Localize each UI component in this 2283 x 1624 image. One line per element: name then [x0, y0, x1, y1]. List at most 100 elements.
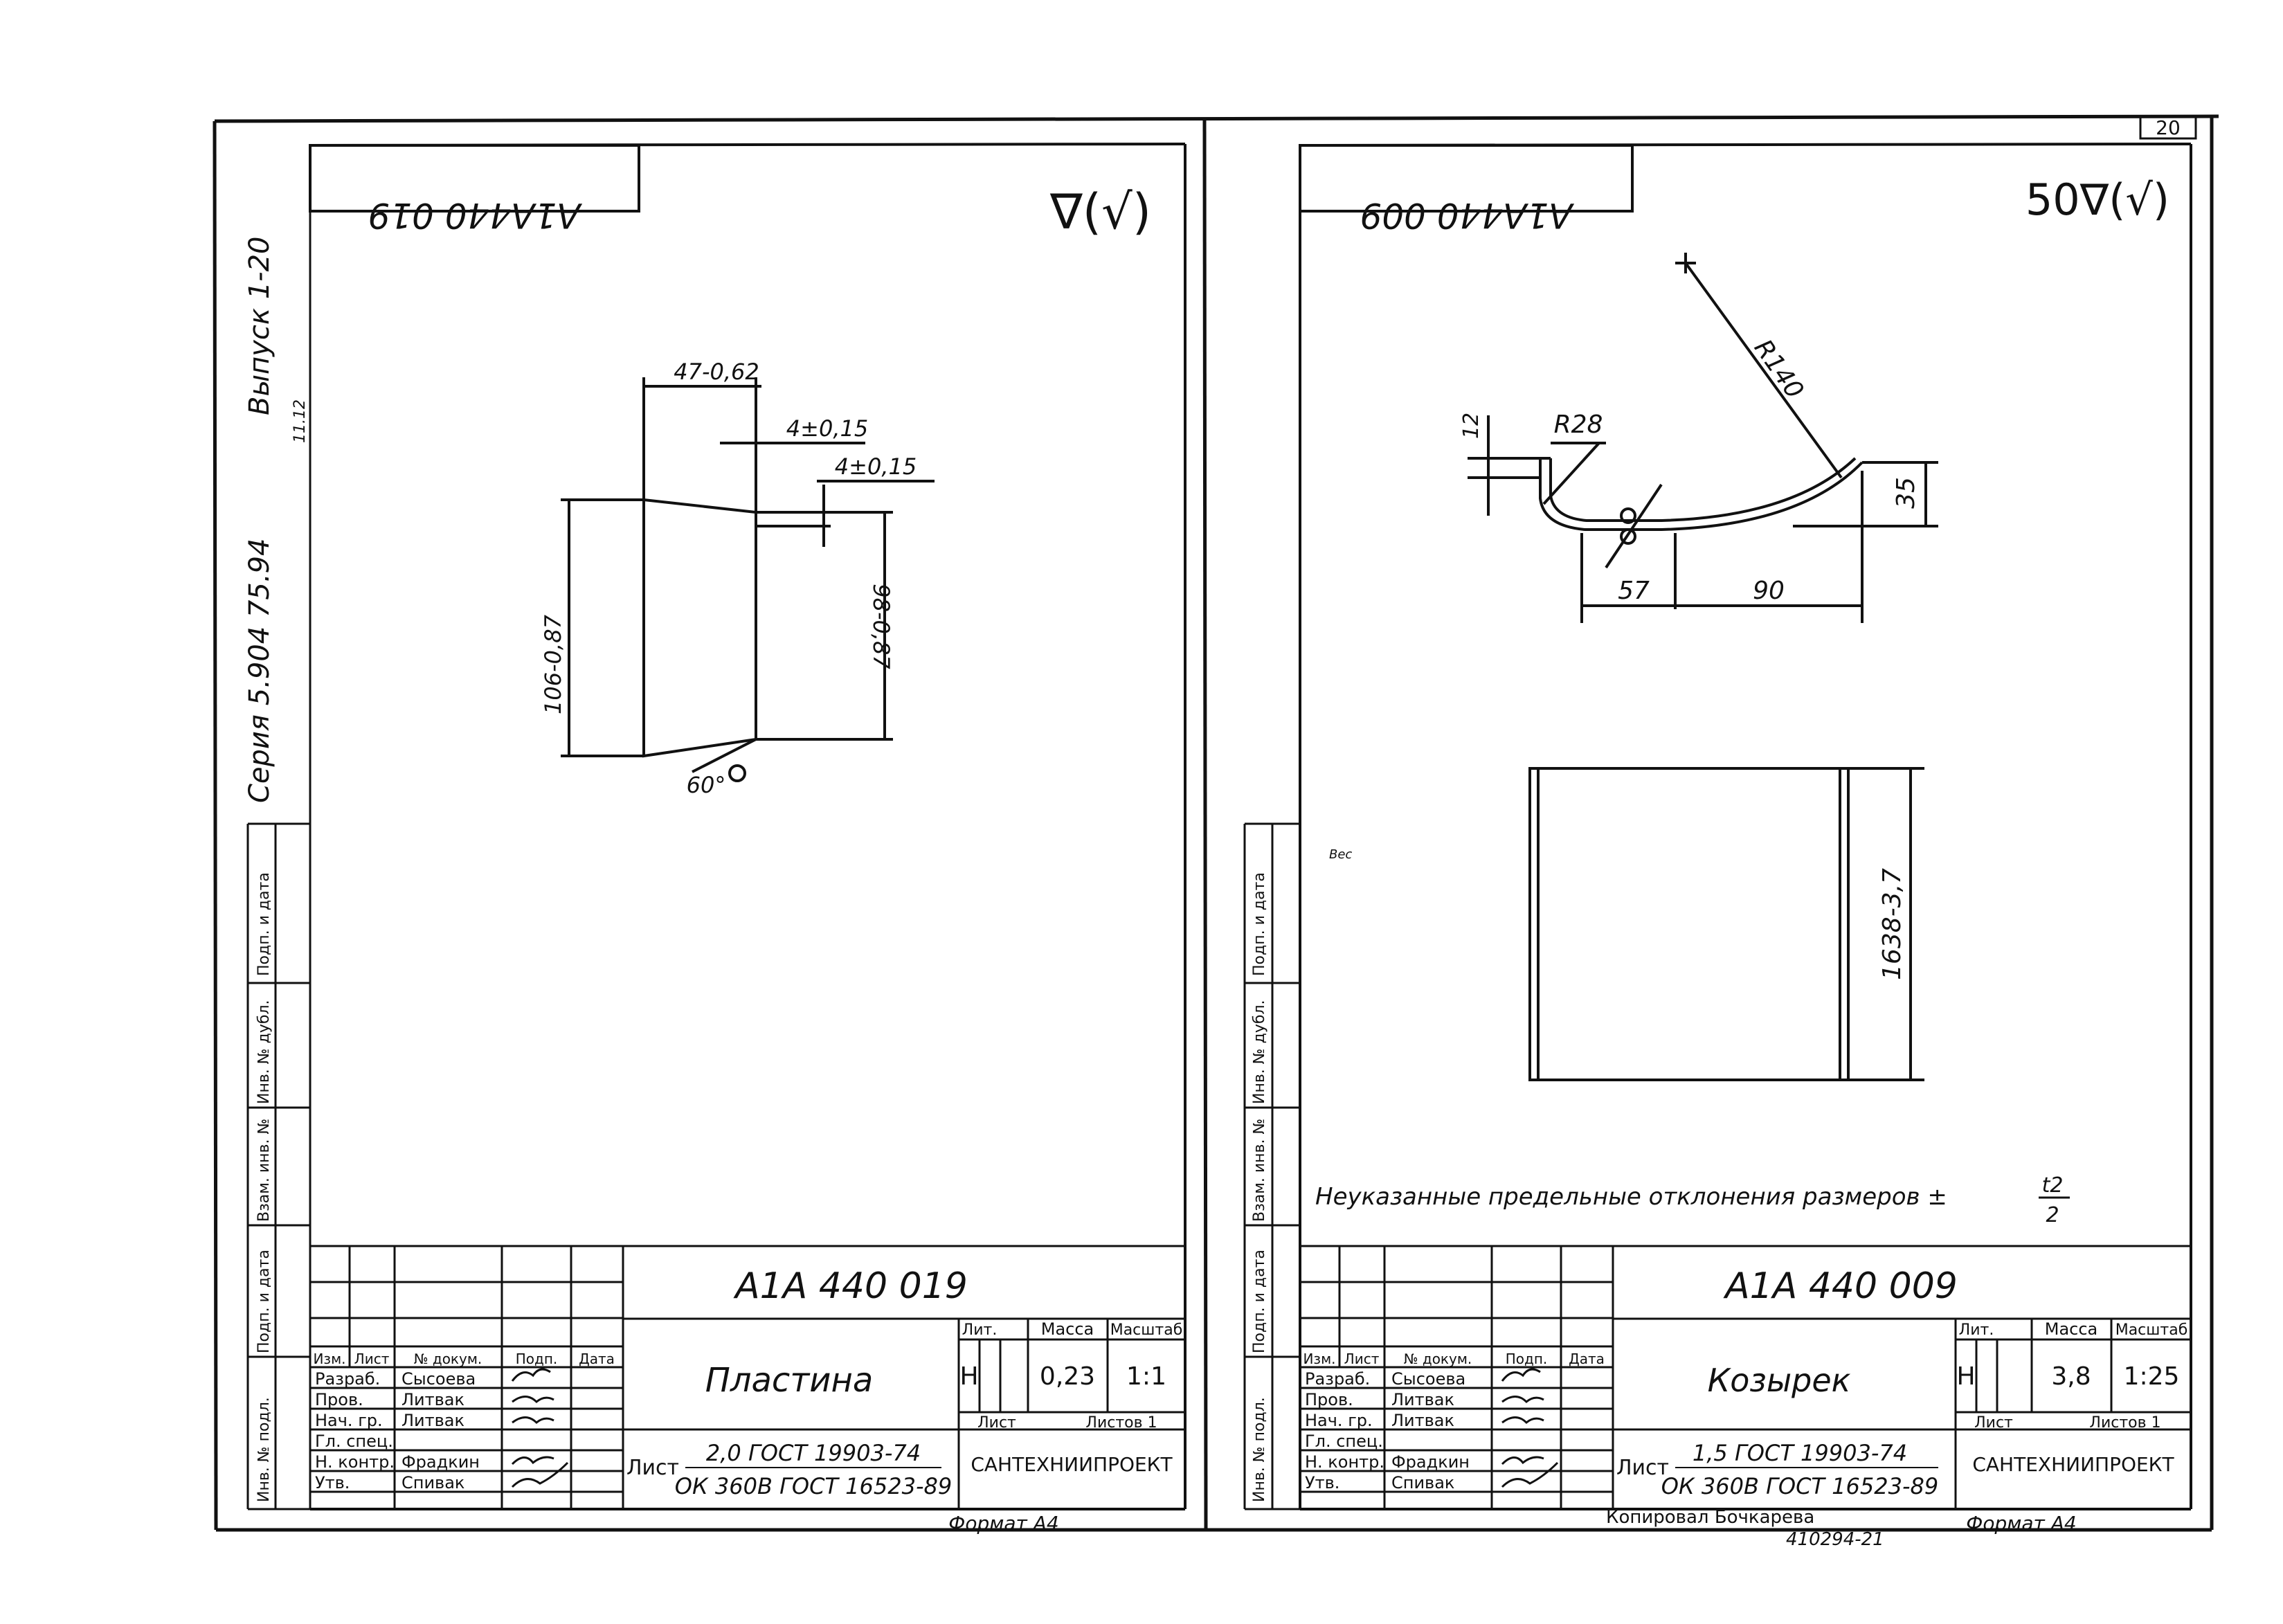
field-label: Инв. № дубл. — [1251, 1000, 1268, 1104]
left-side-field-labels: Подп. и дата Инв. № дубл. Взам. инв. № П… — [255, 872, 273, 1502]
col-header: Дата — [579, 1351, 615, 1367]
field-label: Инв. № подл. — [255, 1397, 273, 1502]
weld-note: Вес — [1329, 847, 1352, 862]
left-mirrored-code: A1A440 019 — [368, 195, 583, 235]
right-side-field-labels: Подп. и дата Инв. № дубл. Взам. инв. № П… — [1251, 872, 1268, 1502]
col-header: Изм. — [313, 1351, 345, 1367]
order-number: 410294-21 — [1786, 1529, 1884, 1550]
series-label: Серия 5.904 75.94 — [244, 539, 276, 803]
signer-name: Фрадкин — [1391, 1452, 1470, 1472]
field-label: Подп. и дата — [255, 872, 273, 976]
col-header: № докум. — [1404, 1351, 1472, 1367]
col-header: Изм. — [1303, 1351, 1335, 1367]
role-label: Разраб. — [315, 1369, 380, 1389]
role-label: Гл. спец. — [1305, 1432, 1383, 1451]
field-label: Подп. и дата — [1251, 1249, 1268, 1353]
dim-length: 1638-3,7 — [1878, 868, 1906, 980]
col-header: Лист — [1344, 1351, 1380, 1367]
col-header: Лист — [354, 1351, 390, 1367]
left-organization: САНТЕХНИИПРОЕКТ — [971, 1453, 1173, 1476]
signer-name: Литвак — [1391, 1411, 1454, 1430]
left-roughness-symbol: ∇(√) — [1049, 183, 1151, 240]
tolerance-note: Неуказанные предельные отклонения размер… — [1315, 1183, 1947, 1211]
dim-top-width: 47-0,62 — [674, 359, 759, 385]
left-material-bottom: ОК 360В ГОСТ 16523-89 — [675, 1473, 952, 1499]
left-title-block: A1A 440 019 Пластина Лит. Масса Масштаб … — [313, 1265, 1182, 1535]
role-label: Утв. — [1305, 1473, 1339, 1492]
field-label: Инв. № дубл. — [255, 1000, 273, 1104]
role-label: Утв. — [315, 1473, 350, 1492]
left-lit-header: Лит. — [962, 1321, 998, 1339]
left-designation: A1A 440 019 — [733, 1265, 968, 1307]
field-label: Подп. и дата — [1251, 872, 1268, 976]
page-number: 20 — [2156, 116, 2181, 139]
left-signatures — [511, 1368, 569, 1488]
issue-note: 11.12 — [291, 399, 309, 443]
left-material-prefix: Лист — [626, 1456, 679, 1480]
left-scale-header: Масштаб — [1110, 1321, 1183, 1339]
right-mass-value: 3,8 — [2051, 1362, 2091, 1391]
left-title-block-lines — [310, 1245, 1185, 1509]
field-label: Подп. и дата — [255, 1249, 273, 1353]
plate-drawing — [561, 377, 935, 782]
right-mirrored-code: A1A440 009 — [1360, 195, 1575, 235]
dim-step-1: 4±0,15 — [786, 415, 868, 442]
dim-height-right: 35 — [1892, 477, 1920, 509]
col-header: Подп. — [1506, 1351, 1548, 1367]
left-scale-value: 1:1 — [1126, 1362, 1166, 1391]
signer-name: Спивак — [1391, 1473, 1454, 1492]
right-mass-header: Масса — [2045, 1319, 2098, 1339]
tolerance-fraction-bottom: 2 — [2046, 1203, 2059, 1227]
signer-name: Фрадкин — [401, 1452, 480, 1472]
role-label: Н. контр. — [1305, 1452, 1384, 1472]
dim-angle: 60° — [687, 772, 726, 798]
right-material-top: 1,5 ГОСТ 19903-74 — [1693, 1440, 1907, 1466]
right-roughness-symbol: 50∇(√) — [2025, 174, 2169, 225]
left-lit-value: Н — [959, 1362, 978, 1391]
left-code-box — [309, 144, 640, 213]
right-designation: A1A 440 009 — [1723, 1265, 1958, 1307]
left-material-top: 2,0 ГОСТ 19903-74 — [706, 1440, 921, 1466]
plate-dimensions: 47-0,62 4±0,15 4±0,15 106-0,87 98-0,87 6… — [540, 359, 917, 798]
dim-r-small: R28 — [1554, 410, 1603, 439]
issue-label: Выпуск 1-20 — [244, 237, 276, 416]
signer-name: Литвак — [401, 1411, 464, 1430]
dim-right-height: 98-0,87 — [868, 584, 894, 669]
dim-len-1: 57 — [1618, 577, 1650, 605]
role-label: Пров. — [315, 1390, 363, 1409]
left-sheet-label: Лист — [977, 1414, 1016, 1432]
dim-len-2: 90 — [1753, 577, 1785, 605]
right-part-name: Козырек — [1708, 1362, 1851, 1399]
tolerance-fraction-top: t2 — [2042, 1173, 2064, 1198]
dim-left-height: 106-0,87 — [540, 614, 566, 714]
signer-name: Литвак — [1391, 1390, 1454, 1409]
right-material-prefix: Лист — [1616, 1456, 1669, 1480]
page-number-box — [2139, 115, 2197, 140]
role-label: Гл. спец. — [315, 1432, 393, 1451]
left-mass-header: Масса — [1041, 1319, 1094, 1339]
visor-drawing — [1468, 253, 1938, 623]
dim-step-2: 4±0,15 — [835, 453, 917, 480]
field-label: Взам. инв. № — [1251, 1119, 1268, 1222]
left-sheets-label: Листов 1 — [1085, 1414, 1157, 1432]
outer-frame — [213, 114, 2219, 1532]
signer-name: Спивак — [401, 1473, 464, 1492]
dim-height-small: 12 — [1459, 413, 1483, 439]
col-header: Подп. — [516, 1351, 558, 1367]
left-part-name: Пластина — [705, 1361, 874, 1400]
right-code-box — [1299, 144, 1634, 213]
role-label: Нач. гр. — [1305, 1411, 1373, 1430]
right-signatures — [1501, 1368, 1559, 1488]
role-label: Н. контр. — [315, 1452, 395, 1472]
signer-name: Литвак — [401, 1390, 464, 1409]
col-header: Дата — [1569, 1351, 1605, 1367]
role-label: Пров. — [1305, 1390, 1353, 1409]
right-material-bottom: ОК 360В ГОСТ 16523-89 — [1661, 1473, 1938, 1499]
role-label: Нач. гр. — [315, 1411, 383, 1430]
copied-by: Копировал Бочкарева — [1606, 1507, 1814, 1528]
side-stamp: Серия 5.904 75.94 Выпуск 1-20 11.12 — [244, 237, 309, 804]
field-label: Взам. инв. № — [255, 1119, 273, 1222]
right-title-block: A1A 440 009 Козырек Лит. Масса Масштаб Н… — [1303, 1265, 2187, 1535]
right-organization: САНТЕХНИИПРОЕКТ — [1972, 1453, 2174, 1476]
